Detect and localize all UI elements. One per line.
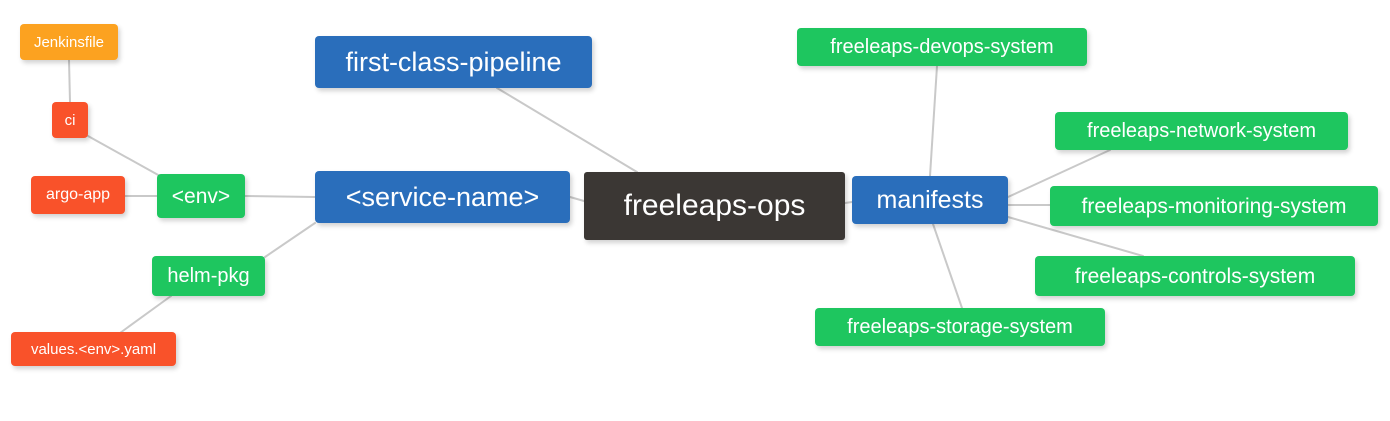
node-service-name[interactable]: <service-name> <box>315 171 570 223</box>
node-values-yaml[interactable]: values.<env>.yaml <box>11 332 176 366</box>
edge-service-name-to-root <box>569 196 585 202</box>
edge-service-name-to-helm-pkg <box>264 222 316 258</box>
edge-env-to-service-name <box>244 195 316 198</box>
node-env[interactable]: <env> <box>157 174 245 218</box>
node-argo-app[interactable]: argo-app <box>31 176 125 214</box>
edge-manifests-to-network <box>1007 149 1111 198</box>
node-storage[interactable]: freeleaps-storage-system <box>815 308 1105 346</box>
node-manifests[interactable]: manifests <box>852 176 1008 224</box>
node-controls[interactable]: freeleaps-controls-system <box>1035 256 1355 296</box>
edge-helm-pkg-to-values-yaml <box>119 295 172 334</box>
edge-pipeline-to-root <box>496 87 638 173</box>
node-network[interactable]: freeleaps-network-system <box>1055 112 1348 150</box>
edge-root-to-manifests <box>844 201 853 204</box>
edge-manifests-to-storage <box>932 223 963 309</box>
node-monitoring[interactable]: freeleaps-monitoring-system <box>1050 186 1378 226</box>
node-jenkinsfile[interactable]: Jenkinsfile <box>20 24 118 60</box>
edge-manifests-to-controls <box>1007 216 1144 257</box>
edge-ci-to-env <box>87 135 161 177</box>
node-devops[interactable]: freeleaps-devops-system <box>797 28 1087 66</box>
edge-manifests-to-devops <box>929 65 938 177</box>
node-pipeline[interactable]: first-class-pipeline <box>315 36 592 88</box>
node-helm-pkg[interactable]: helm-pkg <box>152 256 265 296</box>
node-ci[interactable]: ci <box>52 102 88 138</box>
edge-jenkinsfile-to-ci <box>68 59 71 103</box>
node-root[interactable]: freeleaps-ops <box>584 172 845 240</box>
